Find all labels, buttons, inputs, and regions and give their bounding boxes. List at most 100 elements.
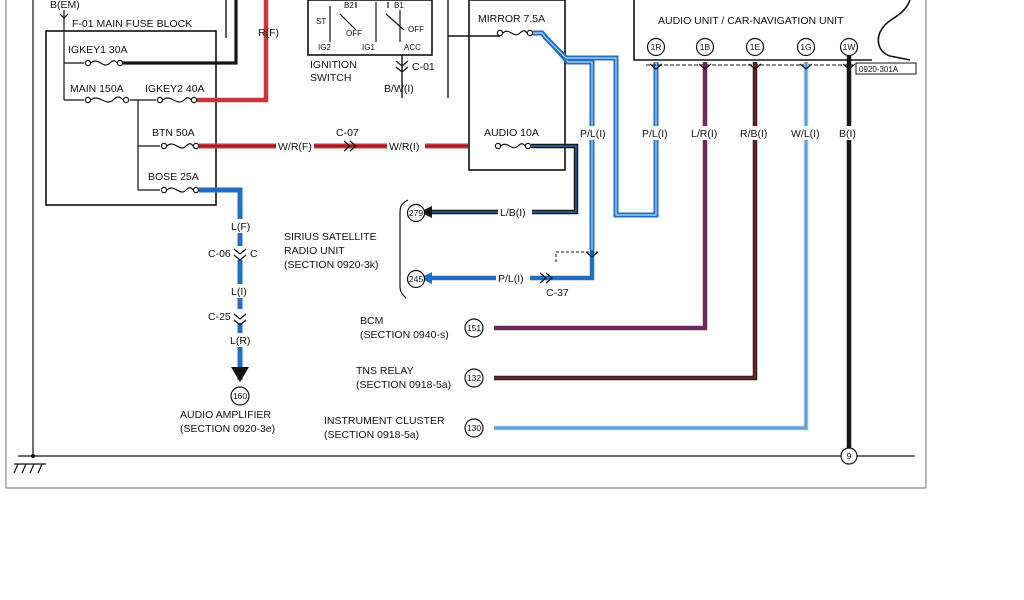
connector-c06-c: C	[250, 248, 258, 260]
audio-unit-pins: 1R 1B 1E 1G 1W	[646, 37, 859, 57]
switch-b2: B2	[344, 1, 354, 10]
switch-ig1: IG1	[362, 43, 375, 52]
bcm-label: BCM	[360, 315, 383, 327]
ignition-title-1: IGNITION	[310, 59, 357, 71]
wire-rf	[197, 0, 269, 103]
wire-lr-bcm	[494, 62, 708, 331]
switch-b1: B1	[394, 1, 404, 10]
fuse-btn-label: BTN 50A	[152, 127, 195, 139]
audio-unit-ref: 0920-301A	[859, 65, 899, 74]
battery-wire-label: B(EM)	[50, 0, 80, 11]
wire-pli-bottom-label: P/L(I)	[498, 273, 524, 285]
wire-pl-audio-label: P/L(I)	[580, 128, 606, 140]
ground-bus: 9	[13, 0, 915, 474]
fuse-block-box	[45, 30, 217, 206]
amplifier-ref-number: 160	[233, 391, 247, 401]
audio-unit-box: AUDIO UNIT / CAR-NAVIGATION UNIT 0920-30…	[633, 0, 917, 75]
col-bi-label: B(I)	[839, 128, 856, 140]
pin-1g: 1G	[800, 42, 811, 52]
tns-ref: 132	[467, 373, 481, 383]
connector-c01-label: C-01	[412, 61, 435, 73]
pin-1r: 1R	[651, 42, 662, 52]
col-lri-label: L/R(I)	[691, 128, 717, 140]
connector-c06-label: C-06	[208, 248, 231, 260]
bcm-ref-circle	[464, 318, 484, 338]
pin-1e: 1E	[750, 42, 761, 52]
amplifier-arrow	[231, 367, 249, 382]
mirror-fuse-label: MIRROR 7.5A	[478, 13, 545, 25]
wire-lf-label: L(F)	[231, 221, 250, 233]
switch-off-1: OFF	[346, 29, 362, 38]
wire-wri-label: W/R(I)	[389, 141, 419, 153]
amplifier-label: AUDIO AMPLIFIER	[180, 409, 271, 421]
ground-ref-number: 9	[847, 451, 852, 461]
column-connectors	[649, 63, 856, 70]
fuse-igkey1	[84, 59, 124, 67]
ground-symbol	[13, 463, 46, 474]
inst-ref: 130	[467, 423, 481, 433]
wire-lr-label: L(R)	[230, 335, 250, 347]
fuse-main-label: MAIN 150A	[70, 83, 124, 95]
amplifier-section: (SECTION 0920-3e)	[180, 423, 275, 435]
switch-acc: ACC	[404, 43, 421, 52]
sirius-ref-circle-1	[406, 203, 426, 223]
switch-st: ST	[316, 17, 326, 26]
fuse-igkey2	[156, 96, 198, 104]
switch-ig2: IG2	[318, 43, 331, 52]
fuse-igkey2-label: IGKEY2 40A	[145, 83, 205, 95]
audio-fuse-label: AUDIO 10A	[484, 127, 539, 139]
wire-li-label: L(I)	[231, 286, 247, 298]
wire-lbi-label: L/B(I)	[500, 207, 526, 219]
tns-ref-circle	[464, 368, 484, 388]
sirius-label-3: (SECTION 0920-3k)	[284, 259, 379, 271]
ignition-title-2: SWITCH	[310, 72, 351, 84]
sirius-label-1: SIRIUS SATELLITE	[284, 231, 377, 243]
ignition-switch: ST B2 B1 OFF OFF IG2 IG1 ACC	[307, 0, 433, 56]
col-wli-label: W/L(I)	[791, 128, 820, 140]
connector-c25	[233, 313, 247, 326]
fuse-audio	[500, 143, 526, 149]
connector-c37-label: C-37	[546, 287, 569, 299]
fuse-bose-label: BOSE 25A	[148, 171, 199, 183]
wire-wrf-label: W/R(F)	[278, 141, 312, 153]
connector-c07-label: C-07	[336, 127, 359, 139]
wire-lb	[432, 143, 579, 215]
connector-c37	[539, 251, 599, 284]
inst-ref-circle	[464, 418, 484, 438]
wire-wl-inst	[494, 62, 809, 431]
tns-label: TNS RELAY	[356, 365, 414, 377]
col-rbi-label: R/B(I)	[740, 128, 767, 140]
sirius-ref-circle-2	[406, 269, 426, 289]
wire-rf-label: R(F)	[258, 27, 279, 39]
sirius-label-2: RADIO UNIT	[284, 245, 345, 257]
fuse-main	[84, 96, 130, 104]
switch-off-2: OFF	[408, 25, 424, 34]
sirius-bracket	[399, 199, 409, 299]
connector-c25-label: C-25	[208, 311, 231, 323]
pin-1w: 1W	[843, 42, 856, 52]
wire-rb-tns	[494, 62, 758, 381]
fuse-igkey1-label: IGKEY1 30A	[68, 44, 128, 56]
fuse-mirror	[502, 30, 528, 36]
tns-section: (SECTION 0918-5a)	[356, 379, 451, 391]
connector-c01	[395, 60, 409, 73]
mirror-audio-box: MIRROR 7.5A AUDIO 10A	[468, 0, 566, 171]
sirius-ref-1: 279	[409, 208, 423, 218]
sirius-ref-2: 245	[409, 274, 423, 284]
fuse-bose	[160, 186, 200, 194]
fuse-block-title: F-01 MAIN FUSE BLOCK	[72, 18, 192, 30]
diagram-frame	[5, 0, 927, 489]
amplifier-ref-circle	[230, 386, 250, 406]
connector-c06	[233, 248, 247, 261]
fuse-btn	[160, 142, 200, 150]
inst-label: INSTRUMENT CLUSTER	[324, 415, 445, 427]
wire-pl-bottom	[432, 250, 595, 281]
audio-unit-title: AUDIO UNIT / CAR-NAVIGATION UNIT	[658, 15, 844, 27]
wire-pl-mirror	[533, 30, 659, 250]
bcm-section: (SECTION 0940-s)	[360, 329, 449, 341]
connector-c07	[343, 140, 357, 152]
inst-section: (SECTION 0918-5a)	[324, 429, 419, 441]
main-fuse-block: B(EM) F-01 MAIN FUSE BLOCK IGKEY1 30A MA…	[45, 0, 217, 206]
col-pli-label: P/L(I)	[642, 128, 668, 140]
